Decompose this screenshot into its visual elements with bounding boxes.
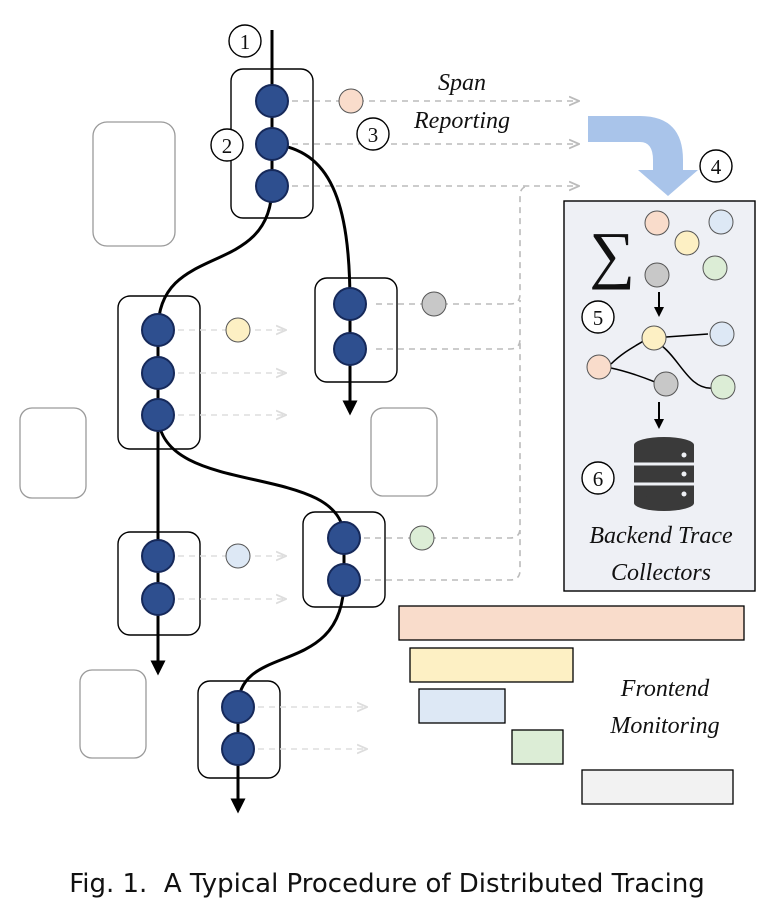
span-node: [255, 169, 289, 203]
idle-service-box: [79, 669, 147, 759]
span-node: [333, 287, 367, 321]
timeline-bar-yellow: [409, 647, 574, 683]
tree-edge: [661, 345, 713, 389]
step-circle-6: [581, 461, 615, 495]
database-icon: [634, 437, 694, 511]
step-circle-2: [210, 128, 244, 162]
tree-node-peach: [586, 354, 612, 380]
frontend-label-line1: Frontend: [620, 676, 710, 702]
collected-span-blue: [708, 209, 734, 235]
step-circle-1: [228, 24, 262, 58]
collected-span-peach: [644, 210, 670, 236]
report-merge-path: [364, 340, 521, 539]
collected-span-green: [702, 255, 728, 281]
step-number-5: 5: [593, 306, 604, 330]
sum-symbol: ∑: [589, 219, 635, 290]
tree-node-blue: [709, 321, 735, 347]
call-edge: [156, 414, 346, 539]
tree-node-gray: [653, 371, 679, 397]
timeline-bar-gray: [581, 769, 734, 805]
operation-nodes: [141, 84, 367, 766]
span-node: [327, 563, 361, 597]
collector-arrow: [588, 116, 698, 196]
span-circles: [225, 88, 447, 569]
span-reporting-label-line1: Span: [438, 70, 486, 96]
span-node: [141, 356, 175, 390]
idle-services: [19, 121, 438, 759]
backend-label-line2: Collectors: [611, 560, 711, 586]
report-merge-path: [364, 530, 521, 581]
collected-span-gray: [644, 262, 670, 288]
call-edge: [156, 185, 274, 331]
span-node: [221, 690, 255, 724]
tree-edge: [665, 333, 709, 338]
tree-node-green: [710, 374, 736, 400]
collected-span-yellow: [674, 230, 700, 256]
timeline-bar-peach: [398, 605, 745, 641]
frontend-monitoring: [398, 605, 745, 805]
span-green: [409, 525, 435, 551]
span-yellow: [225, 317, 251, 343]
step-number-2: 2: [222, 134, 233, 158]
timeline-bar-green: [511, 729, 564, 765]
span-node: [141, 398, 175, 432]
span-node: [141, 313, 175, 347]
figure-caption: Fig. 1. A Typical Procedure of Distribut…: [69, 869, 705, 899]
step-markers: 1 2 3 4: [210, 24, 733, 183]
step-circle-4: [699, 149, 733, 183]
span-node: [141, 539, 175, 573]
step-circle-3: [356, 117, 390, 151]
call-edge: [271, 142, 352, 305]
step-number-6: 6: [593, 467, 604, 491]
step-circle-5: [581, 300, 615, 334]
timeline-bar-blue: [418, 688, 506, 724]
frontend-label-line2: Monitoring: [609, 713, 719, 739]
span-node: [221, 732, 255, 766]
span-node: [333, 332, 367, 366]
span-reporting-label-line2: Reporting: [413, 108, 510, 134]
idle-service-box: [19, 407, 87, 499]
call-edge: [236, 579, 346, 708]
step-number-3: 3: [368, 123, 379, 147]
idle-service-box: [370, 407, 438, 497]
span-peach: [338, 88, 364, 114]
span-node: [255, 84, 289, 118]
idle-service-box: [92, 121, 176, 247]
backend-collector: ∑ 5 6: [563, 200, 756, 592]
step-number-1: 1: [240, 30, 251, 54]
tree-edge: [610, 367, 656, 383]
step-number-4: 4: [711, 155, 722, 179]
report-merge-path: [376, 300, 521, 350]
report-merge-path: [376, 185, 531, 305]
backend-label-line1: Backend Trace: [589, 523, 733, 549]
tree-node-yellow: [641, 325, 667, 351]
trace-tree: [586, 321, 736, 400]
span-node: [255, 127, 289, 161]
span-node: [141, 582, 175, 616]
local-arrows: [178, 330, 366, 749]
span-gray: [421, 291, 447, 317]
span-blue: [225, 543, 251, 569]
span-node: [327, 521, 361, 555]
